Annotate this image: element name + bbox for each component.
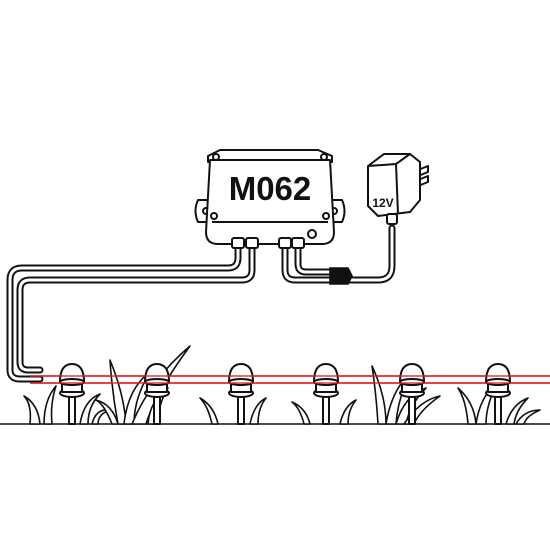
model-label: M062 — [229, 170, 312, 207]
voltage-label: 12V — [372, 196, 393, 210]
garden-light-post-icon — [313, 363, 339, 425]
grass-tuft-icon — [23, 385, 111, 425]
power-adapter-icon — [367, 153, 429, 225]
beam-lines — [30, 375, 550, 384]
cable-to-lights — [6, 236, 256, 383]
grass-tufts — [23, 345, 541, 425]
beam-overlay — [30, 375, 550, 384]
wire-splice — [329, 267, 353, 285]
controller-box-icon — [194, 149, 346, 249]
garden-light-post-icon — [228, 363, 254, 425]
garden-light-post-icon — [485, 363, 511, 425]
grass-tuft-icon — [199, 397, 267, 425]
grass-tuft-icon — [291, 399, 357, 425]
grass-tuft-icon — [95, 345, 191, 425]
garden-light-post-icon — [59, 363, 85, 425]
